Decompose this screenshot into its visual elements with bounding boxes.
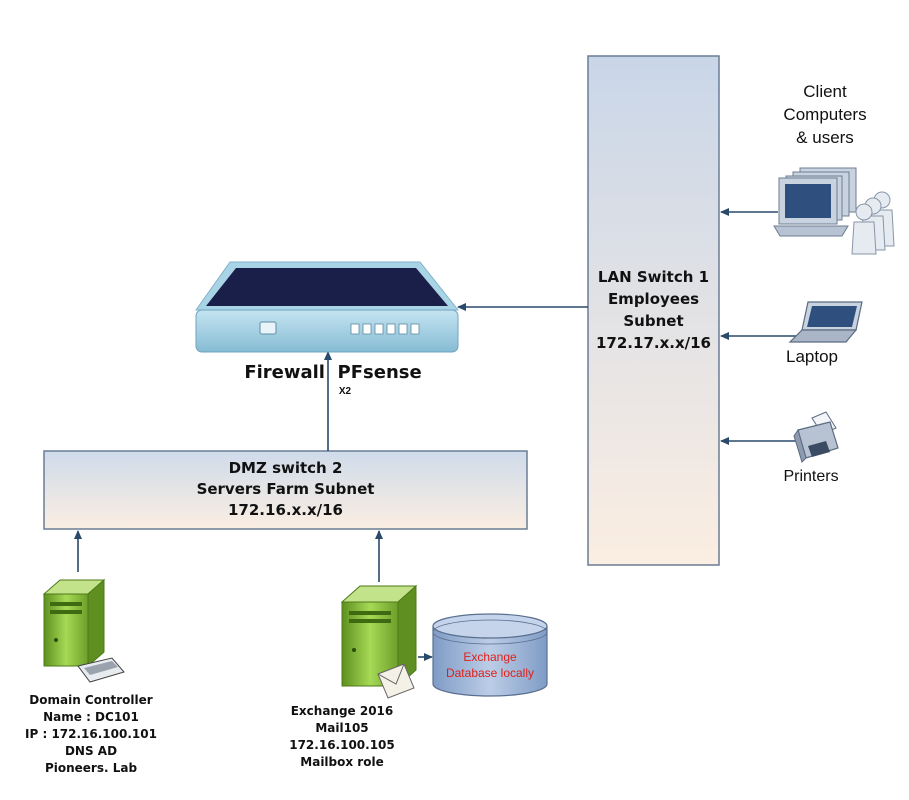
laptop-icon [788,301,863,343]
firewall-sub-label: X2 [338,386,352,397]
exchange-line-3: 172.16.100.105 [289,738,395,752]
client-computers-icon [773,167,895,255]
dmz-switch-line-1: DMZ switch 2 [228,459,343,477]
exchange-label: Exchange 2016 Mail105 172.16.100.105 Mai… [282,703,402,771]
domain-controller-server-icon [42,578,125,683]
firewall-label-a: Firewall [244,362,325,383]
printer-icon [793,411,839,463]
lan-switch-line-2: Employees [607,290,700,308]
clients-line-1: Client [803,82,847,101]
firewall-label: Firewall PFsense [238,362,428,385]
dc-line-1: Domain Controller [29,693,153,707]
lan-switch-line-3: Subnet [623,312,684,330]
lan-switch-box [587,55,720,566]
clients-line-3: & users [796,128,854,147]
dc-line-5: Pioneers. Lab [44,761,138,775]
clients-line-2: Computers [783,105,867,124]
exchange-server-icon [340,584,418,699]
exchange-line-1: Exchange 2016 [290,704,394,718]
dc-line-3: IP : 172.16.100.101 [25,727,157,741]
dmz-switch-label: DMZ switch 2 Servers Farm Subnet 172.16.… [44,458,527,521]
dmz-switch-line-2: Servers Farm Subnet [196,480,375,498]
laptop-label: Laptop [786,347,838,366]
domain-controller-label: Domain Controller Name : DC101 IP : 172.… [20,692,162,777]
firewall-label-b: PFsense [337,362,422,383]
exchange-line-4: Mailbox role [300,755,384,769]
database-line-1: Exchange [463,650,517,664]
clients-label: Client Computers & users [765,80,885,149]
dmz-switch-line-3: 172.16.x.x/16 [228,501,343,519]
lan-switch-label: LAN Switch 1 Employees Subnet 172.17.x.x… [588,266,719,354]
lan-switch-line-1: LAN Switch 1 [597,268,710,286]
database-label: Exchange Database locally [433,649,547,681]
connectors [74,208,796,661]
exchange-line-2: Mail105 [315,721,369,735]
exchange-database-icon [432,613,548,697]
firewall-icon [195,261,460,353]
dmz-switch-box [43,450,528,530]
database-line-2: Database locally [445,666,535,680]
printers-label: Printers [783,468,839,485]
dc-line-2: Name : DC101 [43,710,139,724]
lan-switch-line-4: 172.17.x.x/16 [596,334,711,352]
dc-line-4: DNS AD [64,744,118,758]
